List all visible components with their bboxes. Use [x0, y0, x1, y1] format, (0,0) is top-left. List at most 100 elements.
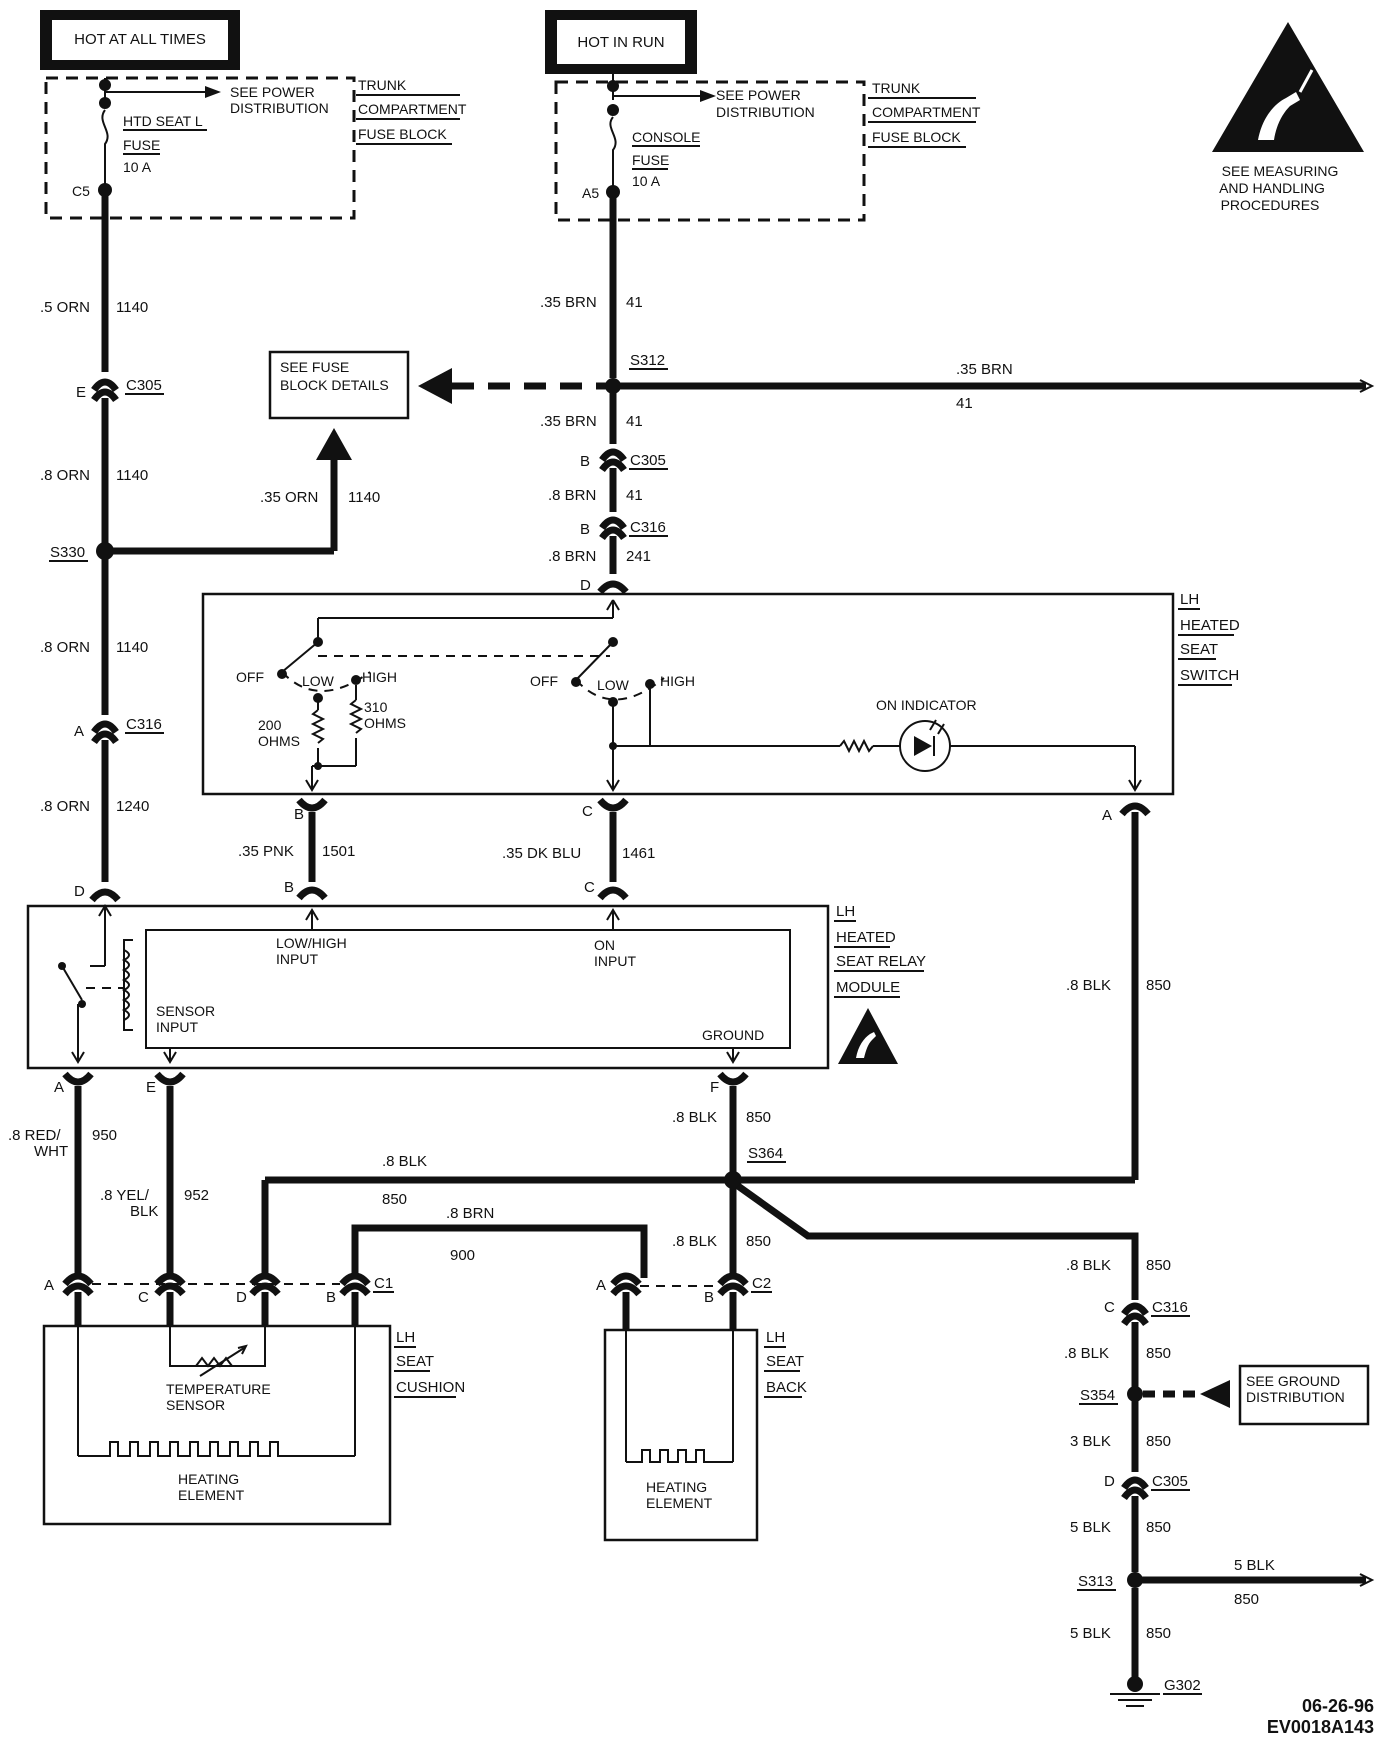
switch-name-4: SWITCH [1180, 667, 1239, 684]
left-fuse-word: FUSE [123, 137, 160, 153]
left-c305-name: C305 [126, 377, 162, 394]
center-c305-pin: B [580, 453, 590, 470]
left-w2-circuit: 1140 [116, 467, 148, 484]
left-branch-circuit: 1140 [348, 489, 380, 506]
s313-branch-gauge: 5 BLK [1234, 1557, 1275, 1574]
res1-unit: OHMS [258, 733, 300, 749]
left-power-wire [89, 196, 352, 903]
temp-sensor-1: TEMPERATURE [166, 1381, 271, 1397]
ground-c305-name: C305 [1152, 1473, 1188, 1490]
switch-off-right: OFF [530, 673, 558, 689]
s312-branch-circuit: 41 [956, 395, 973, 412]
low-high-input-2: INPUT [276, 951, 318, 967]
ground-c316-pin: C [1104, 1299, 1115, 1316]
c1-pin-b: B [326, 1289, 336, 1306]
ground-w3-gauge: 3 BLK [1070, 1433, 1111, 1450]
switch-name-1: LH [1180, 591, 1199, 608]
red-wire-circuit: 950 [92, 1127, 117, 1144]
center-w2-circuit: 41 [626, 413, 643, 430]
left-see-power-1: SEE POWER [230, 84, 315, 100]
ground-w5-circuit: 850 [1146, 1625, 1171, 1642]
switch-low-left: LOW [302, 673, 335, 689]
right-block-name-3: FUSE BLOCK [872, 129, 961, 145]
back-name-1: LH [766, 1329, 785, 1346]
splice-s313: S313 [1078, 1573, 1113, 1590]
on-indicator-label: ON INDICATOR [876, 697, 977, 713]
right-fuse-pin: A5 [582, 185, 599, 201]
res2-value: 310 [364, 699, 388, 715]
left-see-power-2: DISTRIBUTION [230, 100, 329, 116]
hot-in-run-box: HOT IN RUN [545, 10, 697, 74]
left-branch-gauge: .35 ORN [260, 489, 318, 506]
center-c316-name: C316 [630, 519, 666, 536]
switch-high-left: HIGH [362, 669, 397, 685]
left-w2-gauge: .8 ORN [40, 467, 90, 484]
switch-pin-c: C [582, 803, 593, 820]
left-c305-pin: E [76, 384, 86, 401]
low-high-input-1: LOW/HIGH [276, 935, 347, 951]
right-fuse-name: CONSOLE [632, 129, 700, 145]
seat-cushion: TEMPERATURE SENSOR HEATING ELEMENT LH SE… [42, 1324, 465, 1526]
right-see-power-2: DISTRIBUTION [716, 104, 815, 120]
res2-unit: OHMS [364, 715, 406, 731]
yel-wire-gauge-1: .8 YEL/ [100, 1187, 150, 1204]
center-power-wire [597, 198, 1375, 595]
relay-pin-b: B [284, 879, 294, 896]
center-c305-name: C305 [630, 452, 666, 469]
left-w3-circuit: 1140 [116, 639, 148, 656]
splice-s312: S312 [630, 352, 665, 369]
left-blk-gauge: .8 BLK [382, 1153, 427, 1170]
right-fuse-block: SEE POWER DISTRIBUTION CONSOLE FUSE 10 A… [554, 74, 981, 222]
center-w4-circuit: 241 [626, 548, 651, 565]
center-w3-gauge: .8 BRN [548, 487, 596, 504]
cushion-name-3: CUSHION [396, 1379, 465, 1396]
left-blk-circuit: 850 [382, 1191, 407, 1208]
esd-warning: SEE MEASURING AND HANDLING PROCEDURES [1212, 22, 1364, 213]
sensor-input-1: SENSOR [156, 1003, 215, 1019]
heated-seat-switch: OFF LOW HIGH 200 OHMS 310 OHMS OFF LOW H… [201, 591, 1240, 796]
left-w4-circuit: 1240 [116, 798, 149, 815]
splice-s354: S354 [1080, 1387, 1115, 1404]
right-fuse-word: FUSE [632, 152, 669, 168]
c1-pin-c: C [138, 1289, 149, 1306]
relay-name-3: SEAT RELAY [836, 953, 926, 970]
center-w1-circuit: 41 [626, 294, 643, 311]
red-wire-gauge-1: .8 RED/ [8, 1127, 61, 1144]
ground-w4-circuit: 850 [1146, 1519, 1171, 1536]
f-wire-gauge: .8 BLK [672, 1109, 717, 1126]
seat-back: HEATING ELEMENT LH SEAT BACK [603, 1328, 807, 1542]
red-wire-gauge-2: WHT [34, 1143, 68, 1160]
left-block-name-3: FUSE BLOCK [358, 126, 447, 142]
esd-warning-icon [1212, 22, 1364, 152]
left-fuse-name: HTD SEAT L [123, 113, 203, 129]
res1-value: 200 [258, 717, 282, 733]
ground-w1-circuit: 850 [1146, 1257, 1171, 1274]
relay-pin-a: A [54, 1079, 64, 1096]
on-input-1: ON [594, 937, 615, 953]
ground-c316-name: C316 [1152, 1299, 1188, 1316]
hot-at-all-times-box: HOT AT ALL TIMES [40, 10, 240, 70]
center-w2-gauge: .35 BRN [540, 413, 597, 430]
left-c316-name: C316 [126, 716, 162, 733]
back-heating-1: HEATING [646, 1479, 707, 1495]
brn-wire-circuit: 900 [450, 1247, 475, 1264]
fuse-details-text-2: BLOCK DETAILS [280, 377, 389, 393]
ground-path: SEE GROUND DISTRIBUTION [1110, 1236, 1375, 1707]
brn-wire-gauge: .8 BRN [446, 1205, 494, 1222]
left-w1-gauge: .5 ORN [40, 299, 90, 316]
ground-w5-gauge: 5 BLK [1070, 1625, 1111, 1642]
ground-dist-2: DISTRIBUTION [1246, 1389, 1345, 1405]
s313-branch-circuit: 850 [1234, 1591, 1259, 1608]
sensor-input-2: INPUT [156, 1019, 198, 1035]
cushion-heating-2: ELEMENT [178, 1487, 245, 1503]
switch-pin-a: A [1102, 807, 1112, 824]
left-block-name-2: COMPARTMENT [358, 101, 467, 117]
blu-wire-gauge: .35 DK BLU [502, 845, 581, 862]
c1-pin-d: D [236, 1289, 247, 1306]
center-w4-gauge: .8 BRN [548, 548, 596, 565]
on-input-2: INPUT [594, 953, 636, 969]
fuse-details-box: SEE FUSE BLOCK DETAILS [268, 350, 606, 420]
switch-name-2: HEATED [1180, 617, 1240, 634]
c2-pin-a: A [596, 1277, 606, 1294]
fuse-details-text-1: SEE FUSE [280, 359, 349, 375]
